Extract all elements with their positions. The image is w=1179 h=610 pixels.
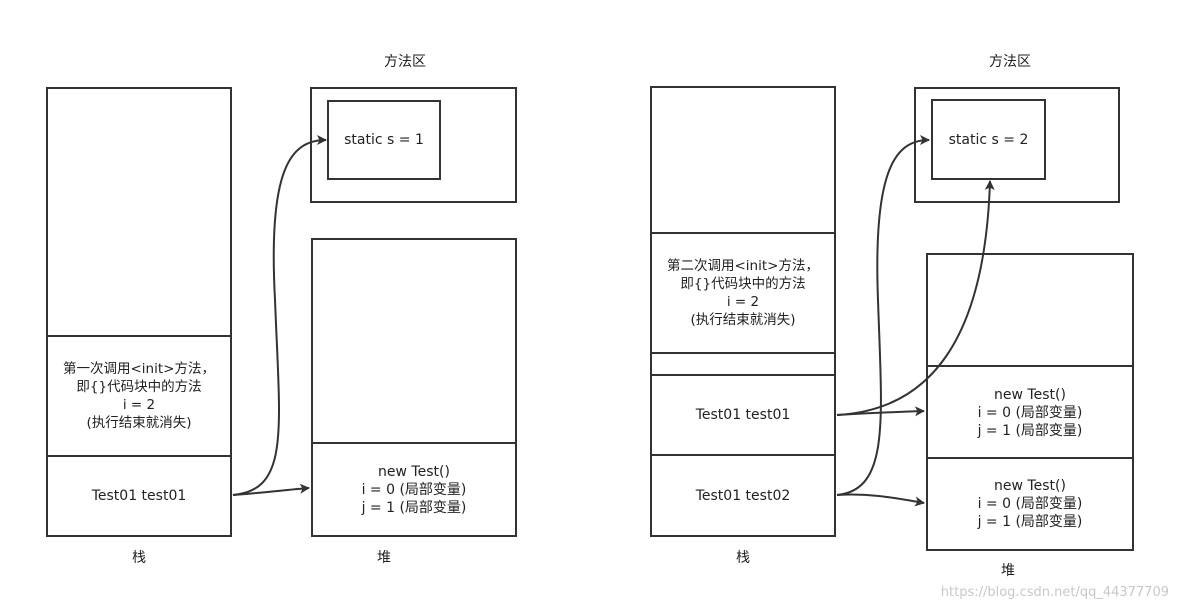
right-heap-label: 堆 — [1001, 563, 1015, 579]
right-frame-line2: 即{}代码块中的方法 — [680, 276, 806, 292]
right-heap2-line2: i = 0 (局部变量) — [977, 496, 1083, 512]
watermark: https://blog.csdn.net/qq_44377709 — [940, 585, 1169, 600]
right-heap2-line1: new Test() — [994, 478, 1066, 494]
left-method-area-title: 方法区 — [384, 54, 426, 70]
left-stack-ref-text: Test01 test01 — [91, 488, 187, 504]
right-stack-ref2-text: Test01 test02 — [695, 487, 791, 504]
right-heap2-line3: j = 1 (局部变量) — [977, 514, 1083, 530]
left-heap-label: 堆 — [377, 550, 391, 566]
right-heap-object2: new Test() i = 0 (局部变量) j = 1 (局部变量) — [926, 457, 1134, 551]
right-stack-frame: 第二次调用<init>方法， 即{}代码块中的方法 i = 2 (执行结束就消失… — [650, 232, 836, 354]
left-frame-line3: i = 2 — [122, 397, 156, 413]
left-heap-line1: new Test() — [378, 463, 450, 480]
right-heap1-line1: new Test() — [994, 386, 1066, 403]
left-heap-object: new Test() i = 0 (局部变量) j = 1 (局部变量) — [311, 442, 517, 537]
left-stack-label: 栈 — [132, 550, 146, 566]
left-heap-line3: j = 1 (局部变量) — [361, 499, 467, 516]
left-arrow-ref-to-static — [232, 135, 327, 496]
right-method-area-title: 方法区 — [989, 54, 1031, 70]
right-frame-line4: (执行结束就消失) — [690, 312, 796, 328]
right-heap1-line2: i = 0 (局部变量) — [977, 404, 1083, 421]
left-stack-frame: 第一次调用<init>方法， 即{}代码块中的方法 i = 2 (执行结束就消失… — [46, 335, 232, 457]
left-heap-line2: i = 0 (局部变量) — [361, 481, 467, 498]
right-stack-ref2: Test01 test02 — [650, 454, 836, 537]
right-frame-line3: i = 2 — [726, 294, 760, 310]
left-stack-ref: Test01 test01 — [46, 455, 232, 537]
right-heap-object1: new Test() i = 0 (局部变量) j = 1 (局部变量) — [926, 365, 1134, 460]
right-stack-label: 栈 — [736, 550, 750, 566]
right-static-var-box: static s = 2 — [931, 99, 1046, 180]
left-frame-line2: 即{}代码块中的方法 — [76, 379, 202, 395]
left-frame-line4: (执行结束就消失) — [86, 415, 192, 431]
right-stack-gap — [650, 352, 836, 376]
right-arrow-ref2-to-static — [836, 135, 930, 496]
left-static-var-box: static s = 1 — [327, 100, 441, 180]
right-heap1-line3: j = 1 (局部变量) — [977, 422, 1083, 439]
right-stack-ref1-text: Test01 test01 — [695, 407, 791, 423]
right-stack-ref1: Test01 test01 — [650, 374, 836, 456]
right-frame-line1: 第二次调用<init>方法， — [667, 258, 819, 274]
left-static-var: static s = 1 — [344, 132, 424, 148]
right-arrow-ref2-to-heap2 — [836, 493, 925, 507]
right-arrow-ref1-to-static — [836, 180, 995, 416]
right-static-var: static s = 2 — [948, 131, 1029, 148]
left-frame-line1: 第一次调用<init>方法， — [63, 361, 215, 377]
